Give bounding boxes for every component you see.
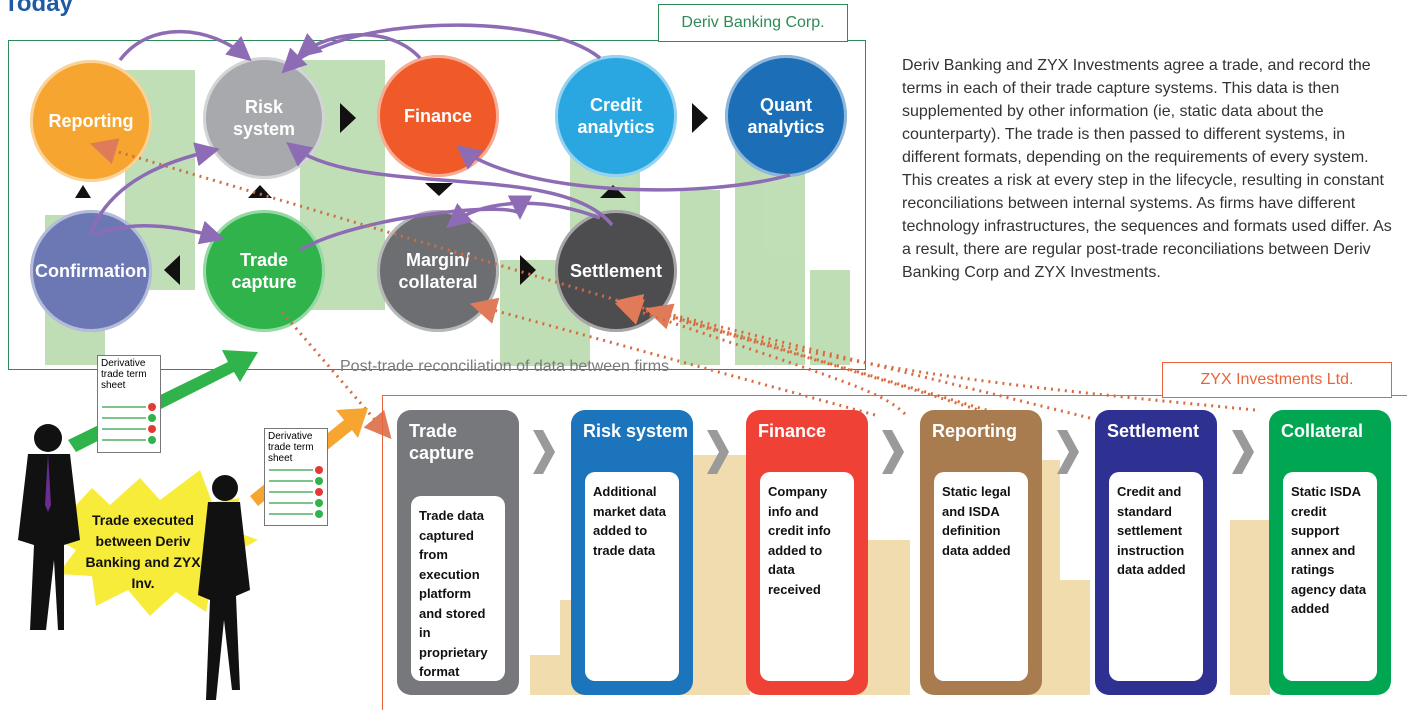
card-collateral: Collateral Static ISDA credit support an…	[1269, 410, 1391, 695]
node-risk-system: Risk system	[203, 57, 325, 179]
node-margin-collateral: Margin/ collateral	[377, 210, 499, 332]
card-title: Reporting	[932, 421, 1017, 441]
card-body: Credit and standard settlement instructi…	[1109, 472, 1203, 681]
card-body: Additional market data added to trade da…	[585, 472, 679, 681]
node-trade-capture: Trade capture	[203, 210, 325, 332]
card-risk-system: Risk system Additional market data added…	[571, 410, 693, 695]
card-title: Collateral	[1281, 421, 1364, 441]
node-credit-analytics: Credit analytics	[555, 55, 677, 177]
card-reporting: Reporting Static legal and ISDA definiti…	[920, 410, 1042, 695]
zyx-investments-frame	[382, 395, 1407, 710]
card-title: Settlement	[1107, 421, 1200, 441]
term-sheet: Derivative trade term sheet	[264, 428, 328, 526]
node-reporting: Reporting	[30, 60, 152, 182]
term-sheet-label: Derivative trade term sheet	[268, 431, 314, 464]
page-title: Today	[4, 0, 73, 17]
term-sheet: Derivative trade term sheet	[97, 355, 161, 453]
card-title: Finance	[758, 421, 827, 441]
node-finance: Finance	[377, 55, 499, 177]
card-body: Static ISDA credit support annex and rat…	[1283, 472, 1377, 681]
trade-executed-label: Trade executed between Deriv Banking and…	[85, 512, 201, 591]
card-body: Static legal and ISDA definition data ad…	[934, 472, 1028, 681]
term-sheet-label: Derivative trade term sheet	[101, 358, 147, 391]
card-trade-capture: Trade capture Trade data captured from e…	[397, 410, 519, 695]
node-quant-analytics: Quant analytics	[725, 55, 847, 177]
card-body: Company info and credit info added to da…	[760, 472, 854, 681]
node-confirmation: Confirmation	[30, 210, 152, 332]
reconciliation-label: Post-trade reconciliation of data betwee…	[340, 358, 670, 375]
description-text: Deriv Banking and ZYX Investments agree …	[902, 57, 1392, 281]
card-title: Risk system	[583, 421, 689, 441]
card-finance: Finance Company info and credit info add…	[746, 410, 868, 695]
card-settlement: Settlement Credit and standard settlemen…	[1095, 410, 1217, 695]
card-body: Trade data captured from execution platf…	[411, 496, 505, 681]
deriv-banking-label: Deriv Banking Corp.	[658, 4, 848, 42]
node-settlement: Settlement	[555, 210, 677, 332]
zyx-investments-label: ZYX Investments Ltd.	[1162, 362, 1392, 398]
card-title: Trade capture	[409, 421, 475, 463]
